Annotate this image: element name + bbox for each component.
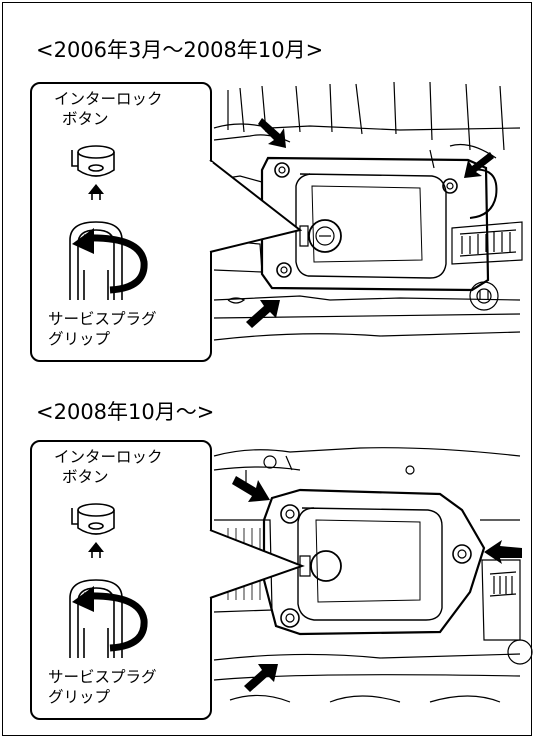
interlock-button-icon — [71, 503, 115, 535]
section-2-callout — [30, 440, 212, 720]
section-2-heading: <2008年10月～> — [36, 400, 215, 424]
section-1-interlock-label-line2: ボタン — [62, 110, 109, 128]
section-2-grip-label-line2: グリップ — [48, 688, 111, 706]
rotation-arrow-icon — [72, 586, 148, 652]
section-2-interlock-label-line1: インターロック — [54, 448, 163, 466]
arrow-indicator-icon — [246, 118, 494, 328]
section-2-interlock-label-line2: ボタン — [62, 468, 109, 486]
section-2-grip-label-line1: サービスプラグ — [48, 668, 157, 686]
section-1-grip-label-line1: サービスプラグ — [48, 310, 157, 328]
section-1-callout — [30, 82, 212, 362]
section-1-interlock-label-line1: インターロック — [54, 90, 163, 108]
arrow-indicator-icon — [232, 476, 522, 692]
section-1-grip-label-line2: グリップ — [48, 330, 111, 348]
section-1-heading: <2006年3月～2008年10月> — [36, 38, 324, 62]
interlock-button-icon — [71, 145, 115, 177]
rotation-arrow-icon — [72, 228, 148, 294]
